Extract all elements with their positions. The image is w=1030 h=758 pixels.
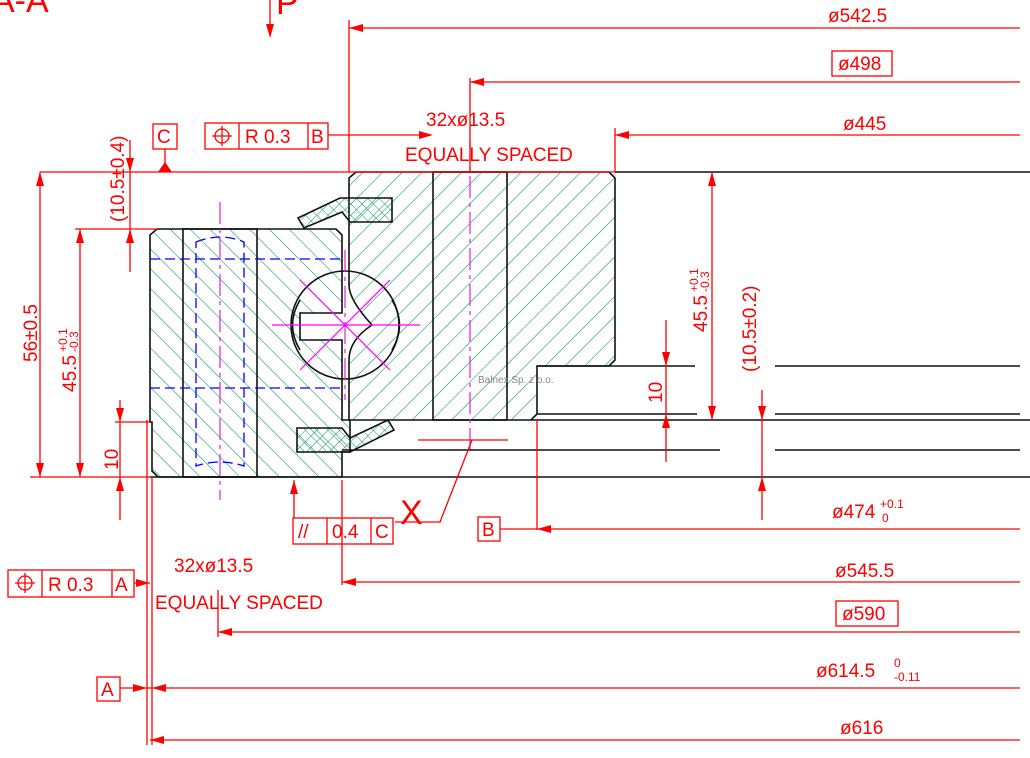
detail-x-label: X [400,494,423,532]
svg-text:0: 0 [894,656,901,670]
datum-b: B [477,516,501,542]
holes-bottom-note: EQUALLY SPACED [155,593,323,614]
dim-d498-box [831,50,893,77]
feature-frame-bottom: R 0.3 A [7,569,135,598]
position-icon [212,126,232,146]
svg-text:45.5: 45.5 [691,295,712,332]
frame-top-value: R 0.3 [245,127,290,148]
inner-ring [149,202,351,500]
seal-top [296,197,393,230]
frame-top-datum: B [311,127,324,148]
svg-text:ø614.5: ø614.5 [816,661,875,682]
seal-bottom [296,418,396,453]
svg-text:-0.3: -0.3 [698,271,712,292]
datum-c: C [152,123,178,150]
dim-h10-left: 10 [102,449,123,470]
svg-text:45.5: 45.5 [60,355,81,392]
view-arrow-head [266,24,274,38]
dim-d590-box [835,600,899,627]
svg-text:+0.1: +0.1 [880,497,904,511]
dim-d590: ø590 [842,604,885,625]
dim-h56: 56±0.5 [21,304,42,362]
svg-text:+0.1: +0.1 [687,268,701,292]
position-icon [15,573,35,593]
holes-bottom-count: 32xø13.5 [174,556,253,577]
parallelism-frame: // 0.4 C [292,517,394,545]
svg-text:-0.11: -0.11 [894,670,921,684]
dim-h10-5-right: (10.5±0.2) [740,286,761,372]
svg-text:0: 0 [882,511,889,525]
svg-text:-0.3: -0.3 [67,331,81,352]
feature-frame-top: R 0.3 B [204,122,329,150]
dim-d616: ø616 [840,718,883,739]
watermark: Balnex Sp. z o.o. [478,375,554,386]
outer-ring [348,140,616,450]
svg-text:A: A [101,680,114,701]
svg-text:A: A [115,575,128,596]
dim-d614-5: ø614.5 0 -0.11 [816,656,921,684]
ball [272,250,420,400]
svg-text:ø474: ø474 [832,502,876,523]
dim-d542-5: ø542.5 [828,6,887,27]
view-marker: P [276,0,299,22]
dimension-lines [30,20,1020,745]
parallel-icon: // [298,522,309,543]
svg-text:B: B [482,520,495,541]
section-title: A-A [0,0,49,20]
outline-lines [150,171,1030,478]
svg-text:R 0.3: R 0.3 [48,575,93,596]
dim-h10-5-left: (10.5±0.4) [108,136,129,222]
svg-text:C: C [157,127,171,148]
dim-h10-right: 10 [646,382,667,403]
dim-h45-right: 45.5 +0.1 -0.3 [687,268,712,332]
dim-d545-5: ø545.5 [835,561,894,582]
svg-text:C: C [375,522,389,543]
datum-a: A [96,676,121,702]
holes-top-note: EQUALLY SPACED [405,145,573,166]
dim-d445: ø445 [843,114,886,135]
svg-text:0.4: 0.4 [332,522,359,543]
holes-top-count: 32xø13.5 [426,110,505,131]
dim-d474: ø474 +0.1 0 [832,497,904,525]
dim-h45-left: 45.5 +0.1 -0.3 [56,328,81,392]
dim-d498: ø498 [838,54,881,75]
svg-text:+0.1: +0.1 [56,328,70,352]
